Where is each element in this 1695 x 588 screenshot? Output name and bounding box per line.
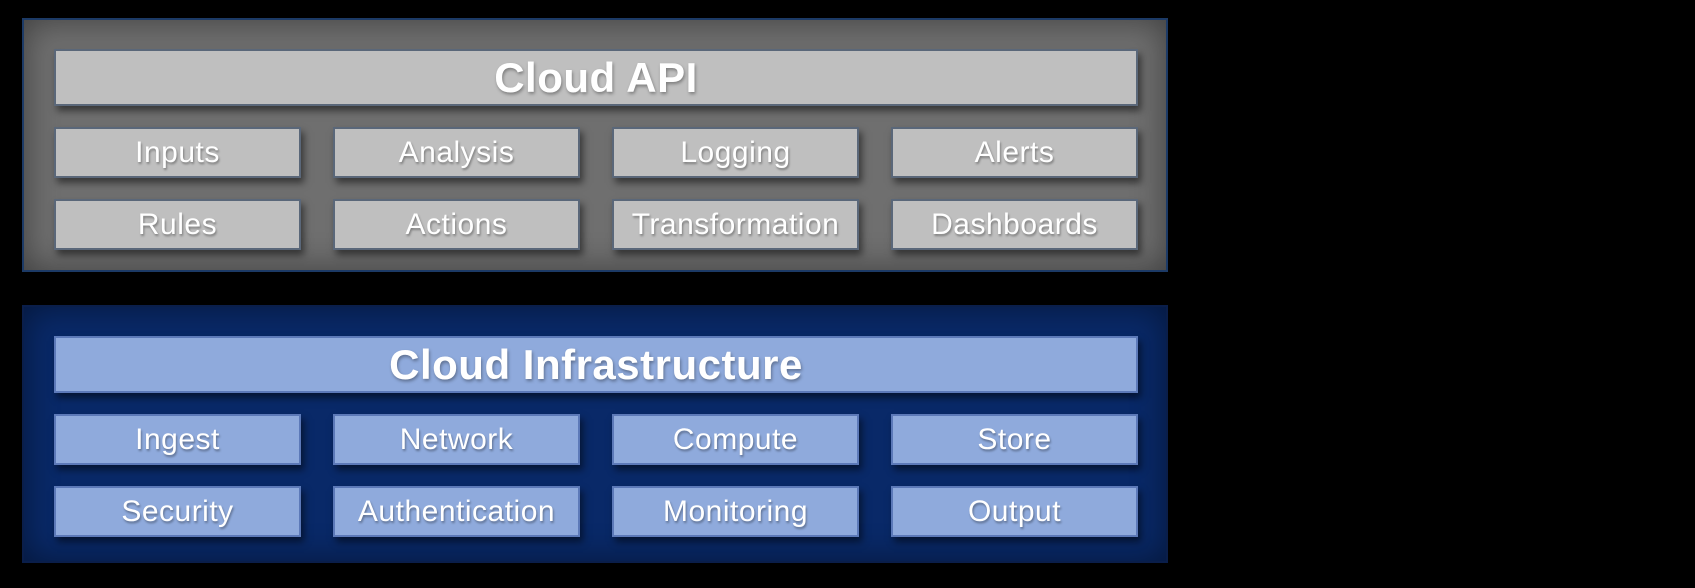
cloud-api-title: Cloud API bbox=[494, 53, 698, 101]
cloud-api-title-bar: Cloud API bbox=[54, 49, 1138, 106]
infra-box-compute: Compute bbox=[612, 414, 859, 465]
cloud-infrastructure-title: Cloud Infrastructure bbox=[389, 340, 803, 388]
infra-box-ingest: Ingest bbox=[54, 414, 301, 465]
api-box-analysis: Analysis bbox=[333, 127, 580, 178]
infra-box-store: Store bbox=[891, 414, 1138, 465]
cloud-api-panel: Cloud API Inputs Analysis Logging Alerts… bbox=[22, 18, 1168, 272]
infra-box-output: Output bbox=[891, 486, 1138, 537]
api-box-alerts: Alerts bbox=[891, 127, 1138, 178]
api-box-dashboards: Dashboards bbox=[891, 199, 1138, 250]
infra-box-security: Security bbox=[54, 486, 301, 537]
api-box-inputs: Inputs bbox=[54, 127, 301, 178]
api-box-rules: Rules bbox=[54, 199, 301, 250]
infra-box-network: Network bbox=[333, 414, 580, 465]
cloud-infrastructure-title-bar: Cloud Infrastructure bbox=[54, 336, 1138, 393]
infra-box-authentication: Authentication bbox=[333, 486, 580, 537]
cloud-infrastructure-panel: Cloud Infrastructure Ingest Network Comp… bbox=[22, 305, 1168, 563]
infra-box-monitoring: Monitoring bbox=[612, 486, 859, 537]
api-box-logging: Logging bbox=[612, 127, 859, 178]
api-box-transformation: Transformation bbox=[612, 199, 859, 250]
api-box-actions: Actions bbox=[333, 199, 580, 250]
